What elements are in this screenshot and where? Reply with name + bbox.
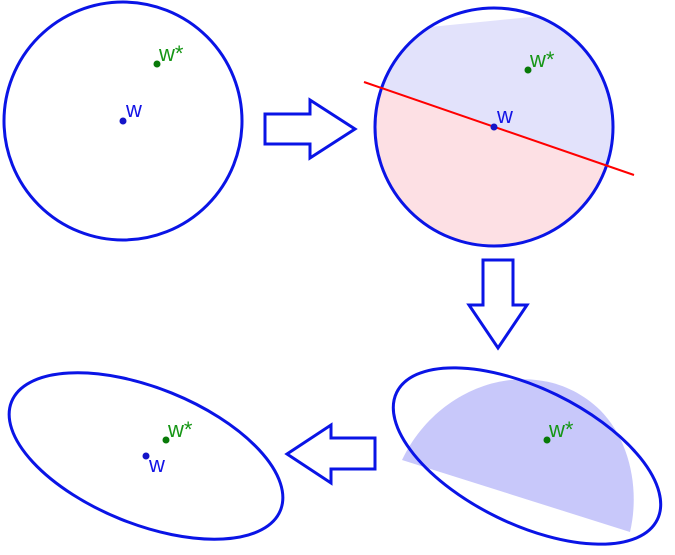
point-w-star xyxy=(153,60,161,68)
label-w-star: w* xyxy=(548,417,574,442)
label-w: w xyxy=(496,103,513,128)
cut-circle xyxy=(373,6,615,248)
panel-cut-ball: w* w xyxy=(363,6,635,248)
label-w-star: w* xyxy=(529,47,555,72)
label-w: w xyxy=(125,97,142,122)
cut-hyperplane-line xyxy=(363,81,635,176)
new-ellipsoid xyxy=(391,366,663,546)
updated-ellipsoid xyxy=(7,371,285,541)
kept-half-region xyxy=(402,379,634,532)
panel-half-ball-enclosed: w* xyxy=(391,366,663,546)
point-w xyxy=(142,452,150,460)
arrow-left-icon xyxy=(284,422,377,486)
panel-updated-ellipsoid: w* w xyxy=(7,371,285,541)
arrow-right-icon xyxy=(263,97,358,161)
point-w xyxy=(119,117,127,125)
point-w-star xyxy=(524,66,532,74)
point-w-star xyxy=(162,436,170,444)
initial-circle xyxy=(2,0,244,242)
panel-initial-ball: w* w xyxy=(2,0,244,242)
point-w-star xyxy=(543,436,551,444)
arrow-down-icon xyxy=(466,258,530,351)
label-w-star: w* xyxy=(158,41,184,66)
label-w: w xyxy=(148,452,165,477)
label-w-star: w* xyxy=(167,417,193,442)
point-w xyxy=(490,123,498,131)
